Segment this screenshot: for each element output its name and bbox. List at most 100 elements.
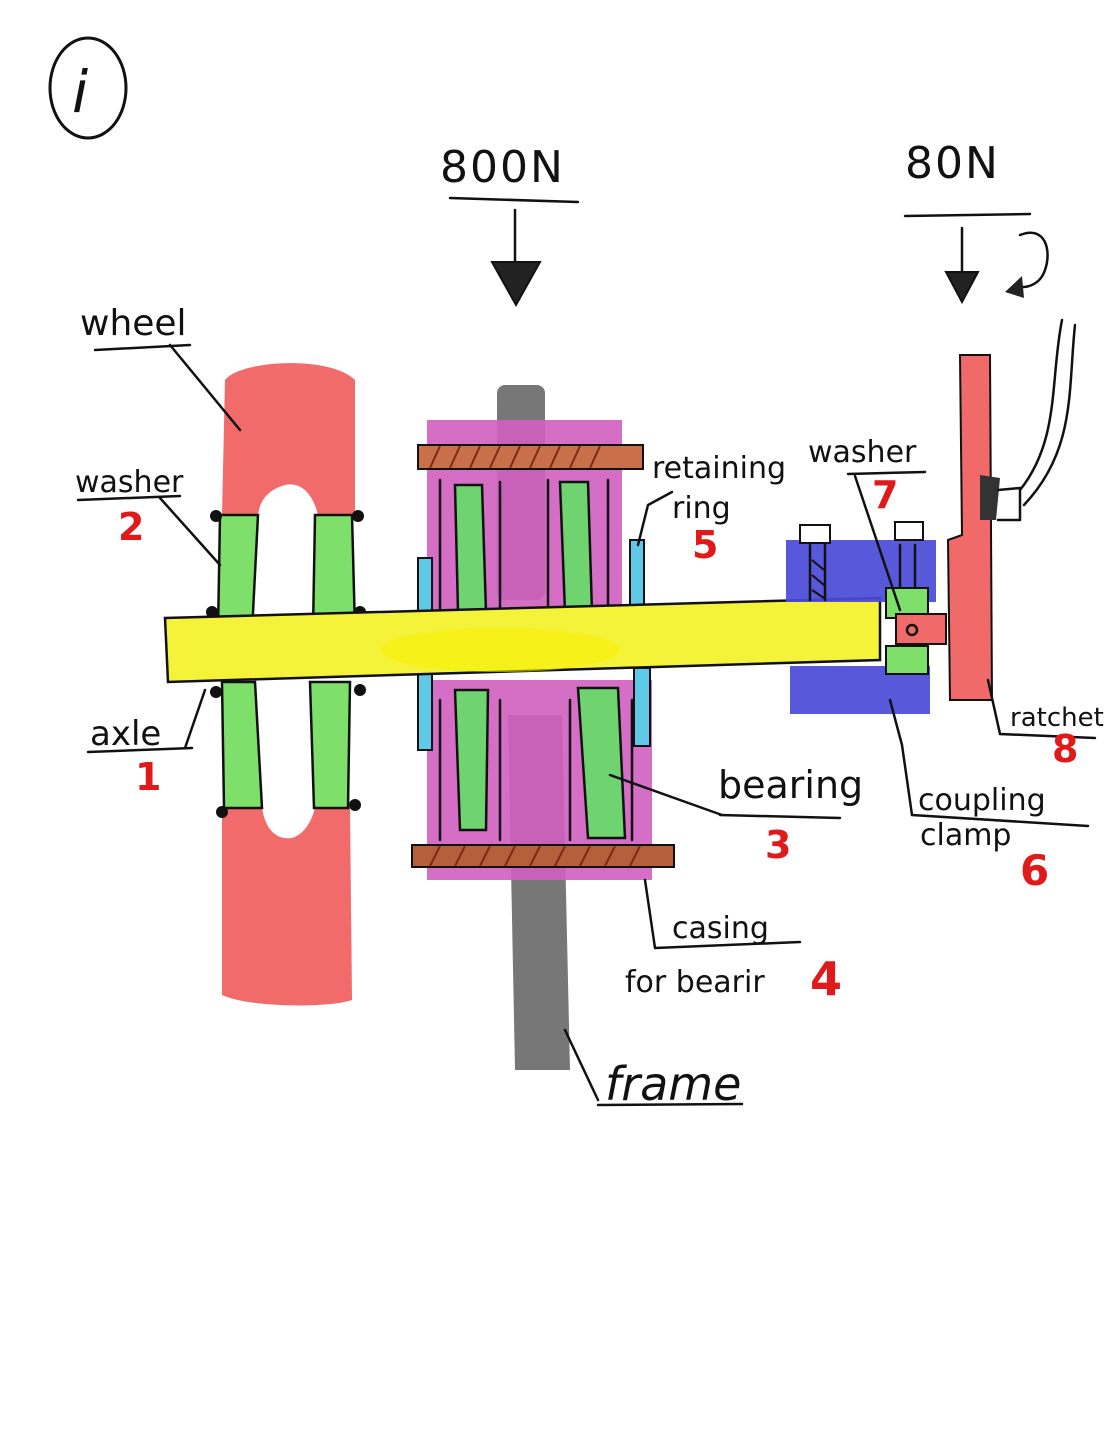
label-bearing-number: 3 <box>765 823 791 867</box>
washer-dot-6 <box>354 684 366 696</box>
left-washers <box>206 510 366 818</box>
load-center-arrowhead <box>490 261 542 308</box>
retaining-ring-bottom-right <box>633 667 651 747</box>
label-wheel: wheel <box>80 303 242 432</box>
torque-arrowhead <box>1005 276 1024 298</box>
label-washer-right-number: 7 <box>872 473 898 517</box>
label-washer-right-leader <box>853 474 902 612</box>
label-bearing-leader <box>608 773 724 817</box>
label-washer-right-text: washer <box>808 435 917 470</box>
bearings <box>438 478 634 842</box>
label-ratchet-number: 8 <box>1052 727 1078 771</box>
label-frame-underline <box>596 1102 744 1107</box>
wheel-lower <box>222 808 352 1006</box>
label-casing: casing for bearir 4 <box>625 878 842 1006</box>
coupling-screw-head-2 <box>894 521 924 541</box>
retaining-ring-bottom-left <box>417 667 433 751</box>
washer-dot-5 <box>210 686 222 698</box>
ratchet <box>946 318 1077 701</box>
label-washer-right-underline <box>846 470 927 476</box>
wheel <box>222 363 355 1006</box>
label-retaining-ring-leader <box>636 490 674 547</box>
bearing-bottom-left <box>453 688 490 832</box>
label-retaining-ring-number: 5 <box>692 523 718 567</box>
label-retaining-ring-line2: ring <box>672 491 731 526</box>
casing-bolt-lower <box>411 844 675 868</box>
label-axle-number: 1 <box>135 755 161 799</box>
bearing-race-lines-top <box>438 478 610 614</box>
label-bearing-text: bearing <box>718 763 863 807</box>
label-washer-left: washer 2 <box>75 465 222 567</box>
label-coupling-number: 6 <box>1020 846 1049 895</box>
label-wheel-leader <box>168 343 242 432</box>
label-frame: frame <box>563 1028 744 1111</box>
label-washer-left-number: 2 <box>118 505 144 549</box>
load-right-label: 80N <box>905 138 1000 189</box>
axle-highlight <box>380 628 620 672</box>
ratchet-cable-1 <box>1018 318 1064 492</box>
label-coupling-line2: clamp <box>920 818 1011 853</box>
label-bearing-underline <box>718 813 842 820</box>
torque-arrow <box>1013 231 1049 289</box>
wheel-upper <box>222 363 355 515</box>
bearing-bottom-right <box>576 686 627 840</box>
label-frame-text: frame <box>605 1057 741 1111</box>
label-retaining-ring: retaining ring 5 <box>636 451 786 567</box>
label-casing-leader <box>643 878 657 950</box>
label-casing-line1: casing <box>672 911 769 946</box>
coupling-thread-1 <box>811 559 825 599</box>
sheet-marker-text: i <box>72 58 88 126</box>
washer-dot-2 <box>352 510 364 522</box>
label-casing-underline <box>653 940 802 950</box>
label-axle-text: axle <box>90 714 161 754</box>
load-center-underline <box>448 196 580 204</box>
label-coupling-clamp: coupling clamp 6 <box>888 698 1090 895</box>
washer-dot-1 <box>210 510 222 522</box>
load-center: 800N <box>440 142 580 308</box>
washer-left-bottom-inner <box>308 680 352 810</box>
ratchet-key-pin <box>905 623 919 637</box>
washer-left-bottom-outer <box>220 680 264 810</box>
ratchet-key <box>895 613 947 645</box>
label-ratchet: ratchet 8 <box>986 678 1104 771</box>
label-casing-line2: for bearir <box>625 965 765 1000</box>
label-coupling-underline <box>910 813 1090 828</box>
label-bearing: bearing 3 <box>608 763 863 867</box>
ratchet-pawl-box <box>996 486 1022 522</box>
coupling-screw-head-1 <box>799 524 831 544</box>
label-washer-left-text: washer <box>75 465 184 500</box>
label-axle-underline <box>86 746 194 754</box>
label-washer-left-leader <box>158 496 222 567</box>
label-coupling-line1: coupling <box>918 783 1046 818</box>
load-right: 80N <box>903 138 1049 305</box>
washer-right-bottom <box>885 645 929 675</box>
bolt-thread-lower <box>429 845 641 867</box>
coupling-screws <box>808 543 917 602</box>
bearing-top-left <box>453 483 488 614</box>
ratchet-cable-2 <box>1022 323 1077 507</box>
right-washer <box>885 587 947 675</box>
label-wheel-text: wheel <box>80 303 187 344</box>
label-ratchet-leader <box>986 678 1002 736</box>
label-casing-number: 4 <box>810 952 842 1006</box>
load-center-label: 800N <box>440 142 565 193</box>
label-washer-right: washer 7 <box>808 435 927 612</box>
bolt-thread-upper <box>429 445 601 469</box>
label-coupling-leader <box>888 698 914 817</box>
label-wheel-underline <box>93 343 192 352</box>
label-washer-left-underline <box>76 494 182 502</box>
load-right-arrowhead <box>944 271 980 305</box>
sheet-marker: i <box>48 36 128 140</box>
axle <box>163 596 882 684</box>
washer-dot-8 <box>349 799 361 811</box>
washer-dot-7 <box>216 806 228 818</box>
ratchet-pawl <box>980 475 1000 520</box>
bearing-race-lines-bottom <box>438 698 634 842</box>
label-axle-leader <box>183 688 207 750</box>
label-axle: axle 1 <box>86 688 207 799</box>
label-retaining-ring-line1: retaining <box>652 451 786 486</box>
washer-dot-3 <box>206 606 218 618</box>
label-ratchet-text: ratchet <box>1010 703 1104 733</box>
